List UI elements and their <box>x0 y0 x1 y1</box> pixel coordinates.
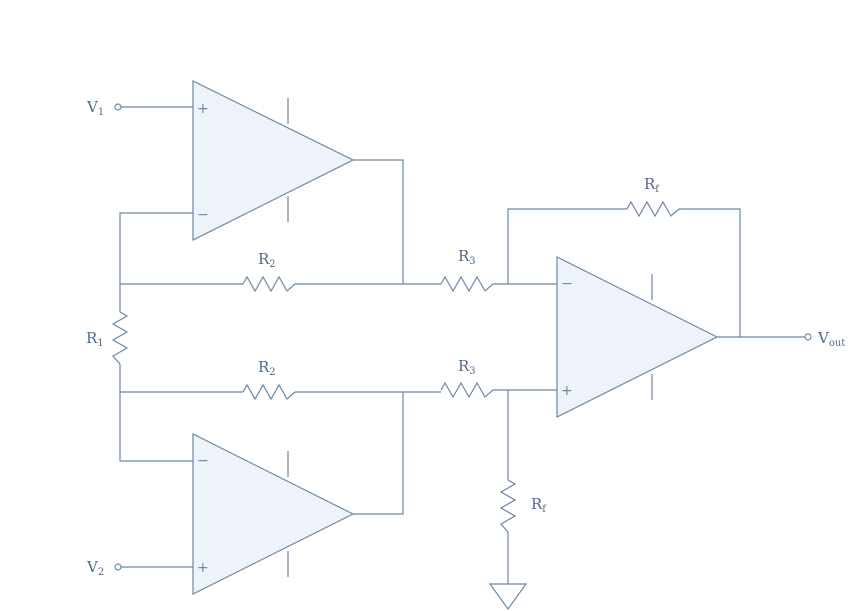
resistor-r3-top <box>440 275 494 293</box>
ground-icon <box>488 583 528 611</box>
v1-terminal <box>114 103 122 111</box>
label-r1: R1 <box>86 329 104 349</box>
label-r3-bottom: R3 <box>458 357 476 377</box>
vout-terminal <box>804 333 812 341</box>
v2-terminal <box>114 563 122 571</box>
op-amp-output-minus-sign: − <box>561 276 573 292</box>
op-amp-top: + − <box>192 80 355 241</box>
label-r2-bottom: R2 <box>258 358 276 378</box>
resistor-r1 <box>111 311 129 365</box>
op-amp-bottom-minus-sign: − <box>197 453 209 469</box>
op-amp-top-minus-sign: − <box>197 207 209 223</box>
op-amp-output-plus-sign: + <box>561 383 573 399</box>
resistor-r2-top <box>242 275 296 293</box>
label-rf-bottom: Rf <box>531 495 547 515</box>
label-v2: V2 <box>86 558 104 578</box>
resistor-r2-bottom <box>242 383 296 401</box>
op-amp-top-plus-sign: + <box>197 101 209 117</box>
op-amp-bottom: − + <box>192 433 355 595</box>
label-vout: Vout <box>817 329 845 349</box>
op-amp-output: − + <box>556 256 719 418</box>
wires <box>114 103 812 584</box>
resistor-r3-bottom <box>440 381 494 399</box>
label-r2-top: R2 <box>258 250 276 270</box>
label-r3-top: R3 <box>458 247 476 267</box>
op-amp-bottom-plus-sign: + <box>197 560 209 576</box>
label-v1: V1 <box>86 98 104 118</box>
resistor-rf-top <box>626 200 680 218</box>
label-rf-top: Rf <box>644 175 660 195</box>
resistor-rf-bottom <box>499 479 517 533</box>
